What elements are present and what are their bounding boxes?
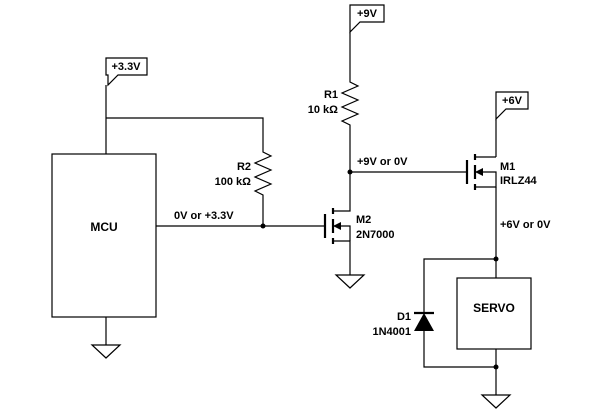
net-mcu-out-label: 0V or +3.3V bbox=[174, 210, 234, 222]
m1-ref: M1 bbox=[500, 161, 515, 173]
power-flag-3v3-label: +3.3V bbox=[111, 61, 141, 73]
power-flag-9v-label: +9V bbox=[357, 8, 378, 20]
power-flag-9v: +9V bbox=[349, 4, 385, 34]
wire-diode-top bbox=[423, 258, 496, 313]
m2-ref: M2 bbox=[356, 214, 371, 226]
junction-servo-bottom bbox=[493, 364, 499, 370]
net-servo-in-label: +6V or 0V bbox=[500, 219, 551, 231]
r1-value: 10 kΩ bbox=[308, 104, 338, 116]
wire-3v3-rail bbox=[105, 85, 264, 154]
ground-symbol-servo bbox=[480, 394, 512, 409]
r1-ref: R1 bbox=[324, 89, 338, 101]
servo-label: SERVO bbox=[473, 301, 515, 315]
servo-block: SERVO bbox=[456, 277, 532, 350]
power-flag-6v: +6V bbox=[495, 91, 529, 121]
diode-d1: D1 1N4001 bbox=[372, 311, 496, 368]
junction-r2-gate bbox=[260, 223, 266, 229]
r2-ref: R2 bbox=[237, 161, 251, 173]
ground-symbol-m2 bbox=[334, 274, 366, 289]
mosfet-m2: M2 2N7000 bbox=[323, 207, 395, 256]
net-drain-label: +9V or 0V bbox=[357, 156, 408, 168]
resistor-r2: R2 100 kΩ bbox=[215, 148, 273, 226]
power-flag-3v3: +3.3V bbox=[105, 57, 148, 87]
power-flag-6v-label: +6V bbox=[502, 95, 523, 107]
d1-part: 1N4001 bbox=[372, 326, 411, 338]
m1-part: IRLZ44 bbox=[500, 175, 538, 187]
m2-part: 2N7000 bbox=[356, 229, 395, 241]
mcu-label: MCU bbox=[90, 220, 117, 234]
r2-value: 100 kΩ bbox=[215, 176, 252, 188]
mosfet-m1: M1 IRLZ44 bbox=[465, 154, 538, 259]
d1-ref: D1 bbox=[397, 311, 411, 323]
ground-symbol-mcu bbox=[90, 344, 122, 359]
resistor-r1: R1 10 kΩ bbox=[308, 78, 360, 207]
mcu-block: MCU bbox=[51, 153, 157, 318]
